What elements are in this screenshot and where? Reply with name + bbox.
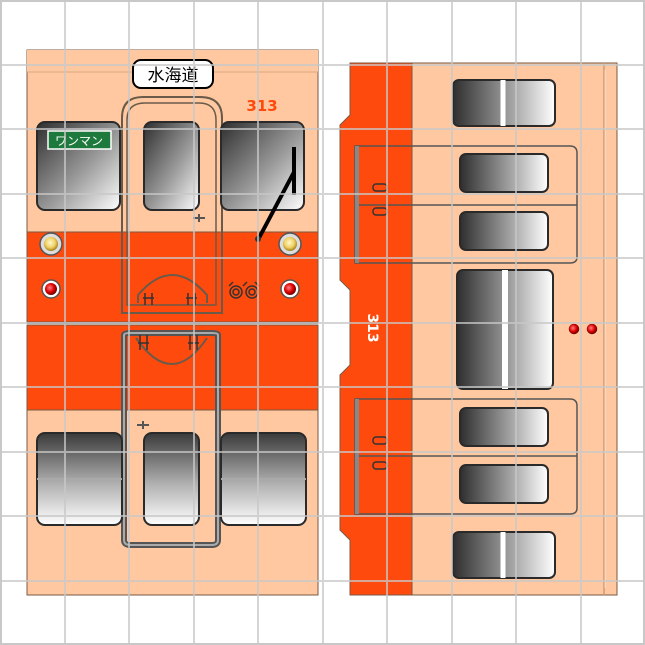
side-door-2: [354, 398, 578, 515]
side-window-4: [459, 407, 549, 447]
one-man-sign-text: ワンマン: [55, 134, 103, 148]
side-window-5: [459, 464, 549, 504]
rear-door-window: [143, 432, 200, 526]
side-window-3: [459, 211, 549, 251]
front-door-window: [143, 121, 200, 211]
lower-door-handle-icon: [137, 421, 149, 429]
side-indicator-light-2: [586, 323, 598, 335]
side-car-number: 313: [364, 313, 380, 342]
front-car-panel: 水海道 313 ワンマン: [26, 49, 319, 596]
one-man-sign: [47, 130, 112, 150]
wiper-arm: [257, 171, 296, 239]
front-door-outline: [121, 96, 223, 314]
side-car-panel: 313: [339, 62, 618, 596]
front-right-window: [220, 121, 305, 211]
side-indicator-light-1: [568, 323, 580, 335]
lower-gangway-arch: [135, 337, 208, 365]
gangway-arch: [137, 274, 208, 303]
side-window-2: [459, 153, 549, 193]
front-car-number: 313: [246, 97, 277, 115]
destination-text: 水海道: [148, 66, 199, 86]
